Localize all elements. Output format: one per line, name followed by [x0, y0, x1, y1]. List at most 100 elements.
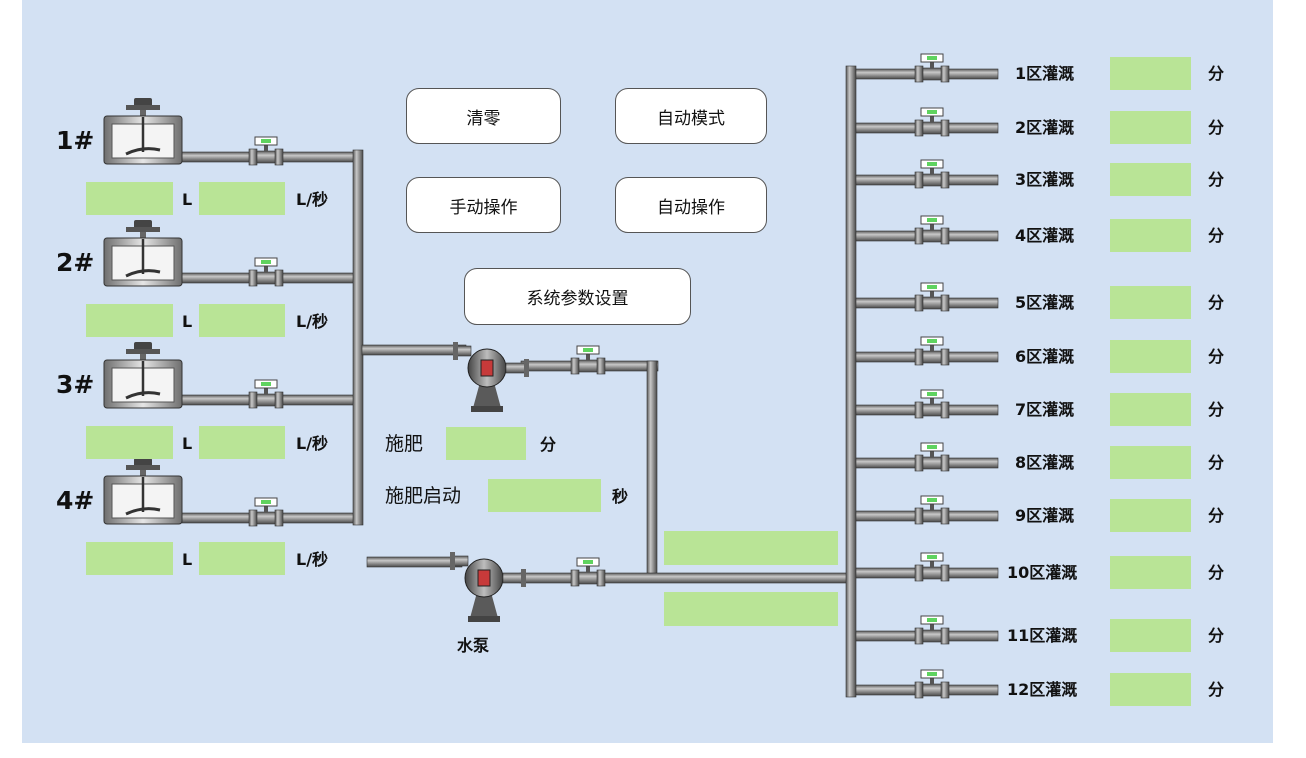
zone-unit-6: 分: [1208, 347, 1225, 366]
zone-valve-icon-5: [914, 282, 950, 312]
zone-valve-icon-6: [914, 336, 950, 366]
fertilize-duration-field[interactable]: [446, 427, 526, 460]
zone-label-6: 6区灌溉: [1015, 347, 1075, 366]
tank-rate-unit-3: L/秒: [296, 434, 329, 453]
tank-volume-field-1[interactable]: [86, 182, 173, 215]
water-pump-icon: [450, 552, 526, 622]
zone-duration-field-10[interactable]: [1110, 556, 1191, 589]
tank-rate-field-1[interactable]: [199, 182, 285, 215]
zone-duration-field-11[interactable]: [1110, 619, 1191, 652]
fertilizer-feed-pipe: [361, 344, 467, 356]
zone-valve-icon-2: [914, 107, 950, 137]
zone-duration-field-6[interactable]: [1110, 340, 1191, 373]
zone-valve-icon-11: [914, 615, 950, 645]
auto-mode-button[interactable]: 自动模式: [615, 88, 767, 144]
zone-duration-field-3[interactable]: [1110, 163, 1191, 196]
tank-valve-icon-1: [248, 136, 284, 166]
zone-valve-icon-4: [914, 215, 950, 245]
mixing-tank-icon-1: [103, 98, 183, 165]
zone-valve-icon-12: [914, 669, 950, 699]
zone-valve-icon-7: [914, 389, 950, 419]
tank-label-3: 3#: [56, 370, 95, 399]
zone-duration-field-2[interactable]: [1110, 111, 1191, 144]
fertilize-start-label: 施肥启动: [385, 485, 462, 507]
tank-volume-unit-3: L: [182, 434, 193, 453]
tank-volume-unit-1: L: [182, 190, 193, 209]
mixing-tank-icon-4: [103, 458, 183, 525]
tank-rate-field-4[interactable]: [199, 542, 285, 575]
zone-unit-7: 分: [1208, 400, 1225, 419]
zone-valve-icon-1: [914, 53, 950, 83]
zone-duration-field-9[interactable]: [1110, 499, 1191, 532]
zone-label-7: 7区灌溉: [1015, 400, 1075, 419]
zone-unit-9: 分: [1208, 506, 1225, 525]
zone-unit-5: 分: [1208, 293, 1225, 312]
tank-volume-field-4[interactable]: [86, 542, 173, 575]
water-inlet-pipe: [366, 556, 463, 568]
tank-volume-unit-4: L: [182, 550, 193, 569]
auto-operation-button[interactable]: 自动操作: [615, 177, 767, 233]
tank-valve-icon-2: [248, 257, 284, 287]
zone-valve-icon-8: [914, 442, 950, 472]
zone-label-8: 8区灌溉: [1015, 453, 1075, 472]
fertilize-label: 施肥: [385, 433, 424, 455]
zone-unit-1: 分: [1208, 64, 1225, 83]
zone-unit-4: 分: [1208, 226, 1225, 245]
tank-label-2: 2#: [56, 248, 95, 277]
tank-rate-unit-4: L/秒: [296, 550, 329, 569]
zone-label-10: 10区灌溉: [1007, 563, 1078, 582]
zone-label-4: 4区灌溉: [1015, 226, 1075, 245]
tank-volume-field-2[interactable]: [86, 304, 173, 337]
mixing-tank-icon-3: [103, 342, 183, 409]
main-water-pipe: [519, 572, 851, 584]
mixing-tank-icon-2: [103, 220, 183, 287]
tank-label-1: 1#: [56, 126, 95, 155]
flow-display-field-1[interactable]: [664, 531, 838, 565]
zone-label-2: 2区灌溉: [1015, 118, 1075, 137]
fertilize-unit: 分: [540, 435, 557, 454]
zone-label-11: 11区灌溉: [1007, 626, 1078, 645]
zone-label-9: 9区灌溉: [1015, 506, 1075, 525]
system-settings-button[interactable]: 系统参数设置: [464, 268, 691, 325]
zone-valve-icon-3: [914, 159, 950, 189]
clear-button[interactable]: 清零: [406, 88, 561, 144]
tank-valve-icon-4: [248, 497, 284, 527]
zone-label-1: 1区灌溉: [1015, 64, 1075, 83]
fertilize-start-field[interactable]: [488, 479, 601, 512]
tank-rate-field-2[interactable]: [199, 304, 285, 337]
tank-collector-pipe: [352, 149, 364, 526]
tank-rate-field-3[interactable]: [199, 426, 285, 459]
zone-label-12: 12区灌溉: [1007, 680, 1078, 699]
tank-valve-icon-3: [248, 379, 284, 409]
zone-label-3: 3区灌溉: [1015, 170, 1075, 189]
zone-duration-field-5[interactable]: [1110, 286, 1191, 319]
zone-unit-12: 分: [1208, 680, 1225, 699]
fertilizer-drop-pipe: [646, 360, 658, 579]
tank-volume-field-3[interactable]: [86, 426, 173, 459]
zone-unit-3: 分: [1208, 170, 1225, 189]
zone-duration-field-8[interactable]: [1110, 446, 1191, 479]
zone-duration-field-12[interactable]: [1110, 673, 1191, 706]
tank-rate-unit-2: L/秒: [296, 312, 329, 331]
tank-volume-unit-2: L: [182, 312, 193, 331]
tank-rate-unit-1: L/秒: [296, 190, 329, 209]
zone-valve-icon-9: [914, 495, 950, 525]
fertilize-start-unit: 秒: [612, 487, 629, 506]
manual-operation-button[interactable]: 手动操作: [406, 177, 561, 233]
fertilizer-valve-icon: [570, 345, 606, 375]
zone-duration-field-7[interactable]: [1110, 393, 1191, 426]
zone-duration-field-1[interactable]: [1110, 57, 1191, 90]
fertilizer-pump-icon: [453, 342, 529, 412]
zone-unit-2: 分: [1208, 118, 1225, 137]
zone-manifold-pipe: [845, 65, 857, 698]
zone-unit-8: 分: [1208, 453, 1225, 472]
flow-display-field-2[interactable]: [664, 592, 838, 626]
zone-label-5: 5区灌溉: [1015, 293, 1075, 312]
tank-label-4: 4#: [56, 486, 95, 515]
zone-unit-11: 分: [1208, 626, 1225, 645]
zone-duration-field-4[interactable]: [1110, 219, 1191, 252]
zone-valve-icon-10: [914, 552, 950, 582]
water-pump-label: 水泵: [457, 636, 490, 655]
zone-unit-10: 分: [1208, 563, 1225, 582]
